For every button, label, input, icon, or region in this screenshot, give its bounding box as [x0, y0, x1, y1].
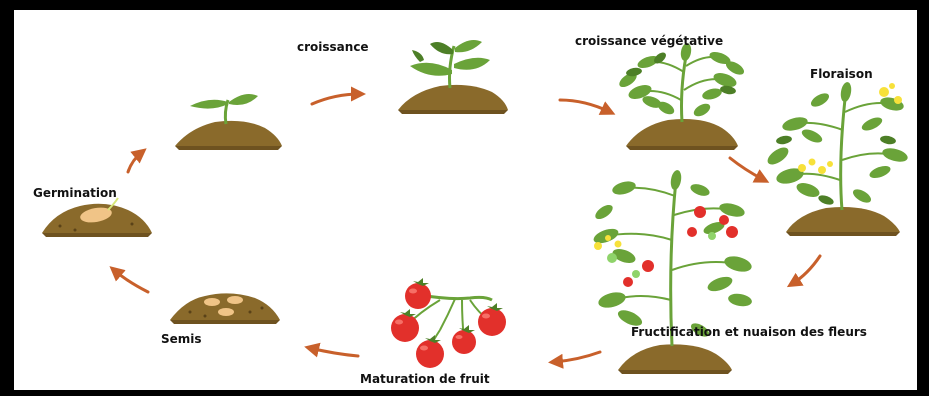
flowering-plant-illustration	[765, 81, 909, 236]
cycle-arrow	[312, 94, 360, 104]
seed-icon	[204, 298, 220, 306]
stage-label-floraison: Floraison	[810, 67, 873, 81]
seed-icon	[218, 308, 234, 316]
stage-label-semis: Semis	[161, 332, 202, 346]
vegetative-plant-illustration	[617, 42, 746, 150]
stage-label-germination: Germination	[33, 186, 117, 200]
fruiting-plant-illustration	[592, 169, 754, 374]
stage-label-croissance: croissance	[297, 40, 369, 54]
cycle-arrow	[310, 348, 358, 356]
stage-label-fructification: Fructification et nuaison des fleurs	[631, 325, 867, 339]
cycle-arrow	[560, 100, 610, 112]
stage-label-croissance-vegetative: croissance végétative	[575, 34, 723, 48]
cycle-arrow	[792, 256, 820, 284]
cycle-arrow	[114, 270, 148, 292]
germination-illustration	[42, 198, 152, 237]
seed-icon	[227, 296, 243, 304]
cycle-arrow	[128, 152, 142, 172]
ripe-tomatoes-illustration	[391, 278, 506, 368]
semis-illustration	[170, 293, 280, 324]
tomato-icon	[391, 283, 506, 368]
flower-icon	[798, 83, 902, 174]
cycle-arrow	[554, 352, 600, 362]
young-plant-illustration	[398, 40, 508, 114]
cycle-arrow	[730, 158, 764, 180]
tomato-icon	[623, 206, 738, 287]
stage-label-maturation: Maturation de fruit	[360, 372, 490, 386]
seedling-illustration	[175, 94, 282, 150]
